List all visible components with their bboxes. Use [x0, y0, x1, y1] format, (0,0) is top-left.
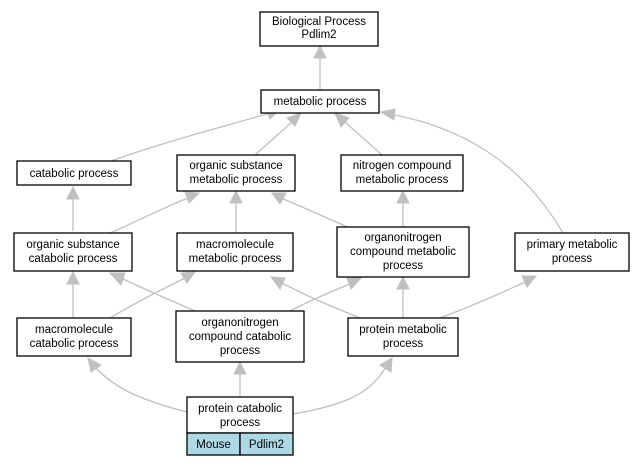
node-primary-metabolic-process[interactable]: primary metabolic process [514, 232, 630, 272]
node-label: protein catabolic [198, 403, 282, 415]
edge [281, 282, 361, 319]
edge [439, 281, 526, 319]
edge [109, 197, 189, 234]
gene-label: Pdlim2 [249, 439, 284, 451]
edge [254, 121, 293, 156]
node-label: catabolic process [30, 338, 119, 350]
arrow-head [286, 112, 302, 127]
arrow-head [379, 108, 396, 121]
node-organonitrogen-compound-metabolic-process[interactable]: organonitrogen compound metabolic proces… [336, 226, 470, 278]
arrow-head [396, 275, 410, 290]
node-label: metabolic process [356, 174, 449, 186]
gene-cell [239, 432, 294, 456]
node-macromolecule-metabolic-process[interactable]: macromolecule metabolic process [176, 232, 294, 272]
edge [394, 114, 564, 234]
arrow-head [271, 192, 287, 205]
node-label: primary metabolic [527, 239, 618, 251]
arrow-head [334, 112, 350, 128]
node-label: catabolic process [30, 168, 119, 180]
node-label: organonitrogen [364, 232, 441, 244]
node-bp-pdlim2[interactable]: Biological Process Pdlim2 [259, 11, 379, 47]
arrow-head [108, 272, 126, 286]
node-protein-metabolic-process[interactable]: protein metabolic process [347, 317, 459, 357]
arrow-head [66, 270, 80, 285]
node-label: organic substance [189, 160, 282, 172]
edge [292, 367, 386, 415]
node-label: process [383, 338, 424, 350]
node-label: process [552, 253, 593, 265]
arrow-head [313, 44, 327, 59]
node-label: process [383, 260, 424, 272]
edge [344, 121, 383, 156]
node-label: metabolic process [274, 96, 367, 108]
arrow-head [66, 185, 80, 200]
node-label: Biological Process [272, 16, 366, 28]
arrow-head [87, 357, 102, 373]
arrow-head [521, 275, 538, 288]
edge [289, 283, 351, 312]
edge [282, 198, 351, 229]
node-label: process [220, 417, 261, 429]
arrow-head [229, 189, 243, 204]
node-label: nitrogen compound [353, 160, 451, 172]
node-label: protein metabolic [359, 324, 447, 336]
node-label: metabolic process [189, 253, 282, 265]
node-label: catabolic process [29, 253, 118, 265]
node-label: process [220, 345, 261, 357]
arrow-head [233, 360, 247, 375]
edge [95, 367, 188, 413]
node-organic-substance-catabolic-process[interactable]: organic substance catabolic process [13, 232, 133, 272]
arrow-head [396, 189, 410, 204]
node-metabolic-process[interactable]: metabolic process [260, 89, 380, 114]
node-organonitrogen-compound-catabolic-process[interactable]: organonitrogen compound catabolic proces… [175, 310, 305, 363]
arrow-head [184, 191, 201, 204]
edge [109, 277, 186, 319]
edges [66, 44, 564, 415]
node-macromolecule-catabolic-process[interactable]: macromolecule catabolic process [16, 317, 132, 357]
node-catabolic-process[interactable]: catabolic process [16, 160, 132, 186]
species-label: Mouse [196, 439, 231, 451]
node-protein-catabolic-process[interactable]: protein catabolic process Mouse Pdlim2 [186, 396, 294, 456]
node-label: Pdlim2 [301, 29, 336, 41]
node-label: macromolecule [196, 239, 274, 251]
node-nitrogen-compound-metabolic-process[interactable]: nitrogen compound metabolic process [340, 154, 464, 192]
arrow-head [346, 277, 363, 290]
node-organic-substance-metabolic-process[interactable]: organic substance metabolic process [176, 154, 296, 192]
node-label: compound catabolic [189, 331, 292, 343]
arrow-head [379, 357, 393, 373]
edge [122, 278, 196, 312]
node-label: organonitrogen [201, 317, 278, 329]
node-label: macromolecule [35, 324, 113, 336]
node-label: organic substance [26, 239, 119, 251]
arrow-head [180, 271, 197, 284]
node-label: compound metabolic [350, 246, 456, 258]
node-label: metabolic process [190, 174, 283, 186]
arrow-head [269, 276, 286, 290]
edge [110, 112, 271, 162]
